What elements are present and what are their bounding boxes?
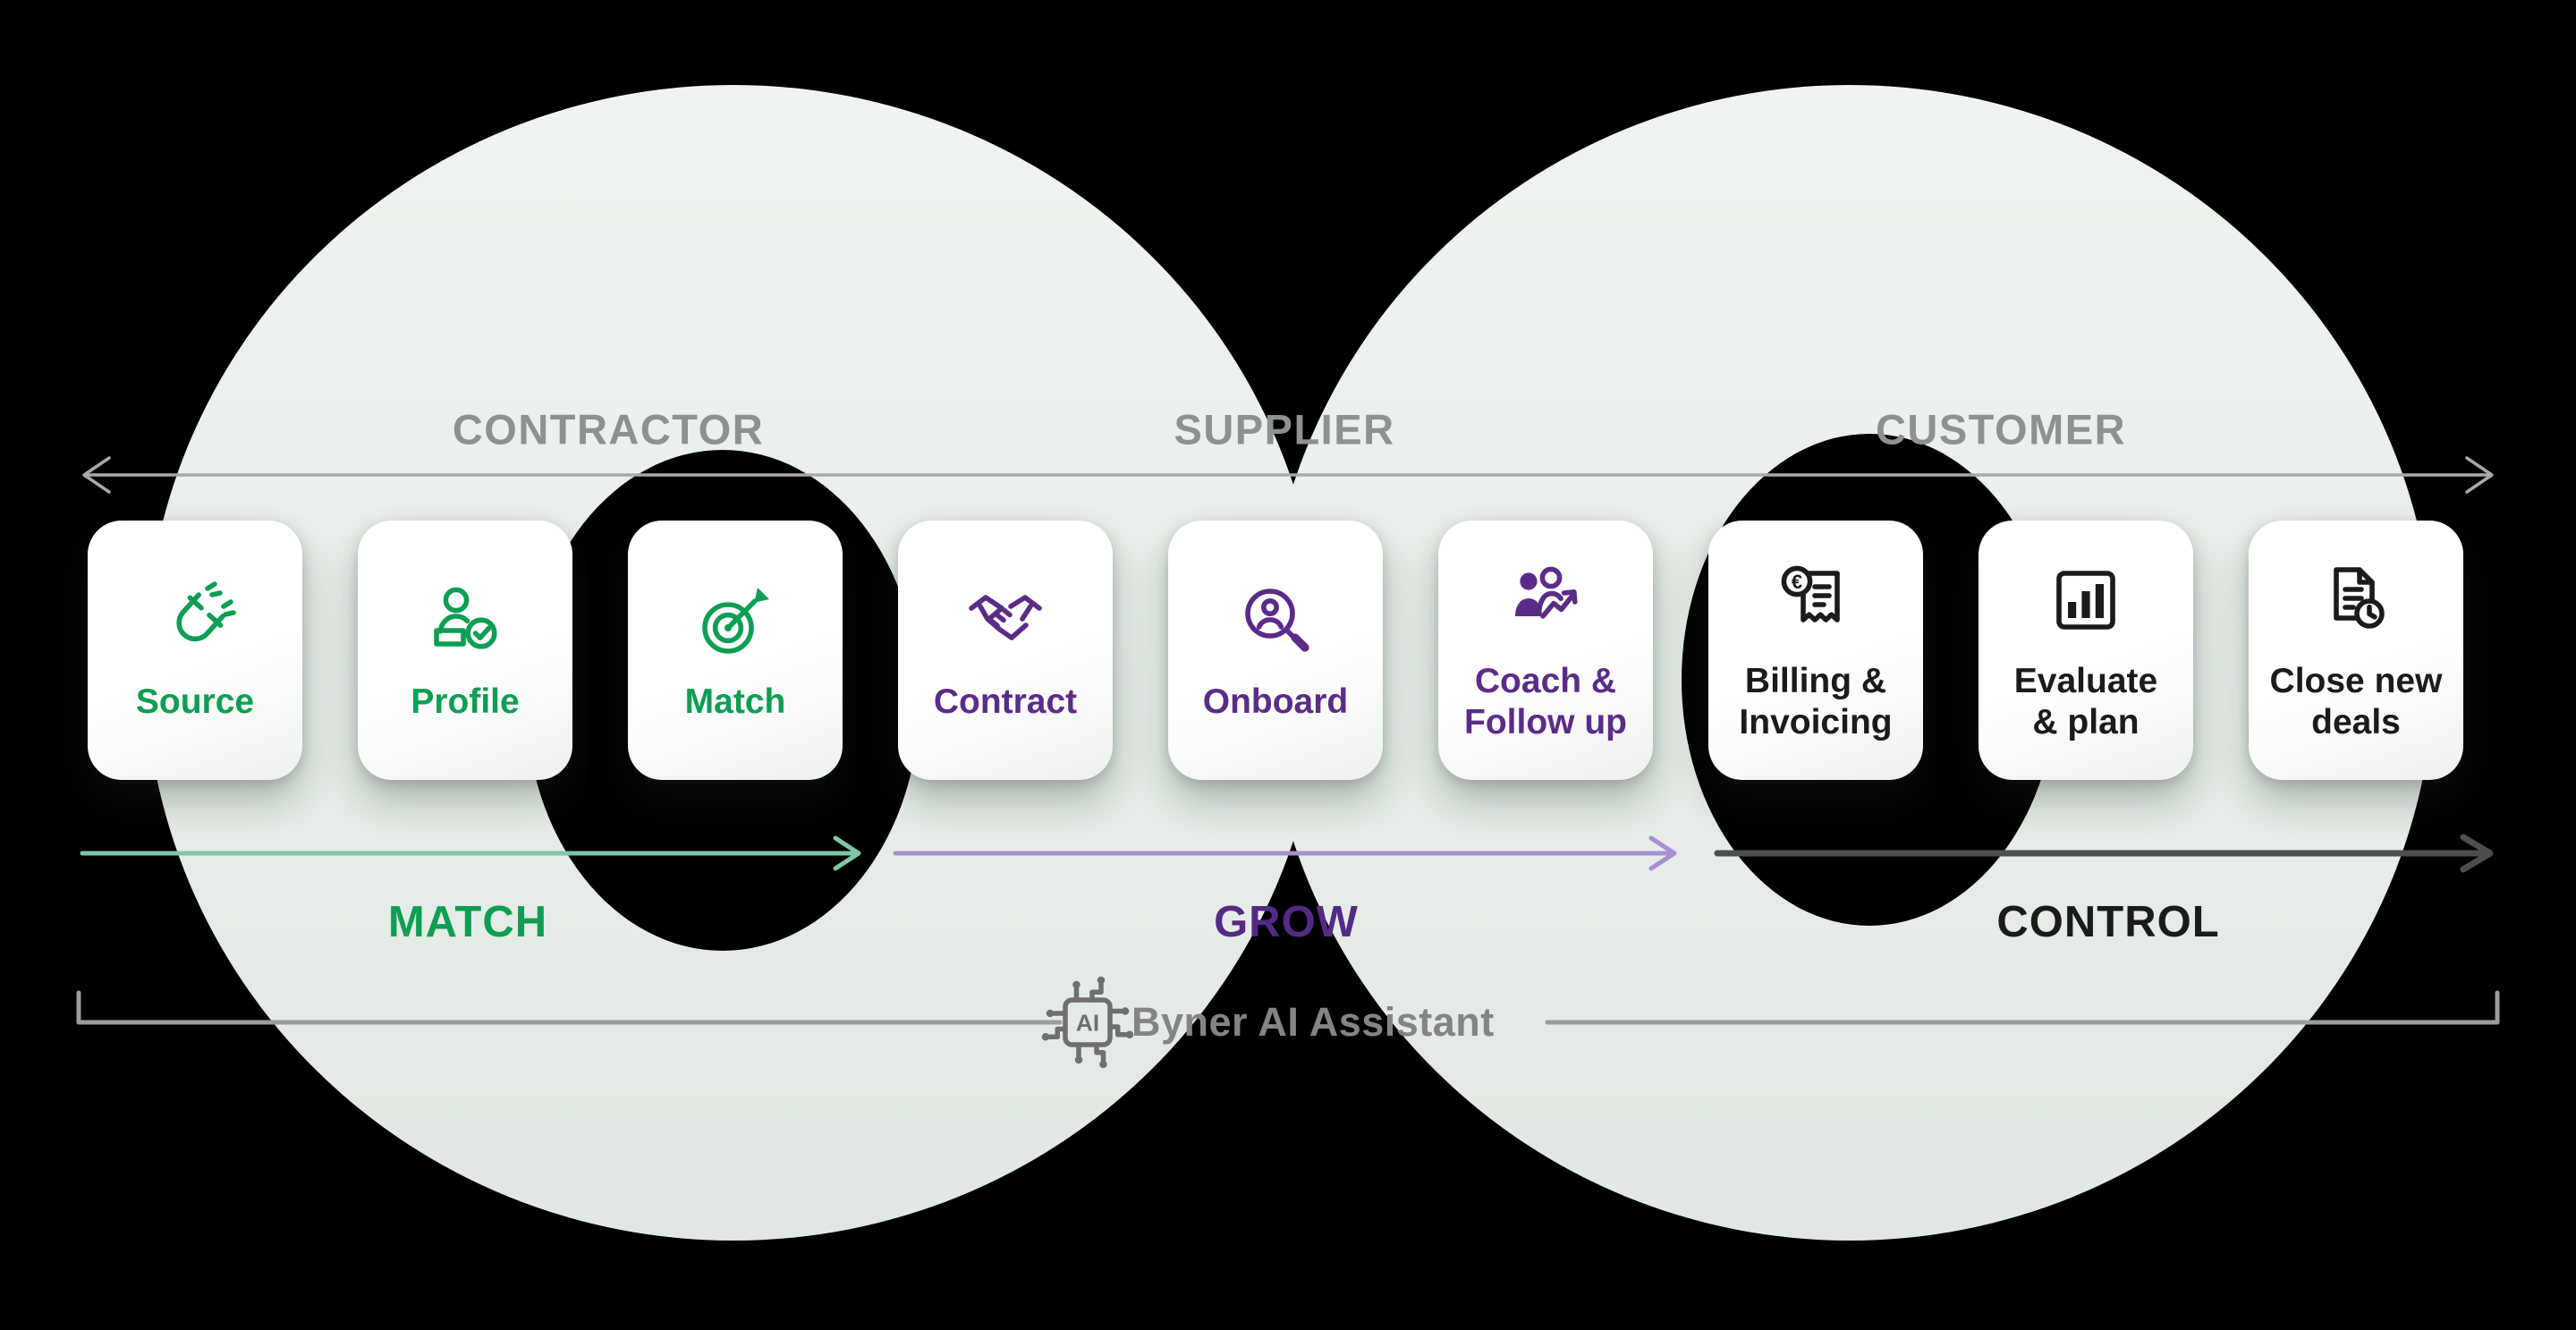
magnet-icon [152, 578, 238, 664]
team-growth-icon [1503, 557, 1589, 643]
person-check-icon [422, 578, 508, 664]
grow-phase-arrow [893, 835, 1677, 871]
card-label: Evaluate & plan [2013, 661, 2158, 741]
target-arrow-icon [692, 578, 778, 664]
card-label: Close new deals [2269, 661, 2443, 741]
card-label: Coach & Follow up [1464, 661, 1627, 741]
match-phase-arrow [80, 835, 861, 871]
document-clock-icon [2313, 557, 2399, 643]
card-profile: Profile [358, 521, 572, 780]
person-search-icon [1233, 578, 1318, 664]
invoice-euro-icon: € [1773, 557, 1859, 643]
section-label-supplier: SUPPLIER [1174, 405, 1395, 453]
card-label: Source [135, 682, 255, 721]
card-onboard: Onboard [1168, 521, 1383, 780]
phase-label-control: CONTROL [1996, 898, 2220, 946]
card-label: Profile [411, 682, 520, 721]
card-source: Source [88, 521, 302, 780]
loop-right-ring [1265, 85, 2435, 1241]
card-match: Match [628, 521, 843, 780]
ai-chip-icon: AI [1034, 969, 1141, 1076]
card-billing-invoicing: € Billing & Invoicing [1708, 521, 1923, 780]
handshake-icon [962, 578, 1048, 664]
card-label: Onboard [1202, 682, 1349, 721]
ai-assistant-label: Byner AI Assistant [1131, 999, 1495, 1045]
phase-label-match: MATCH [387, 898, 548, 946]
stakeholder-axis-arrow [82, 456, 2494, 494]
section-label-contractor: CONTRACTOR [452, 405, 765, 453]
control-phase-arrow [1714, 834, 2494, 873]
card-contract: Contract [898, 521, 1113, 780]
card-coach-follow-up: Coach & Follow up [1438, 521, 1653, 780]
phase-label-grow: GROW [1214, 898, 1359, 946]
svg-text:€: € [1792, 571, 1802, 593]
card-label: Billing & Invoicing [1739, 661, 1893, 741]
svg-text:AI: AI [1076, 1010, 1099, 1037]
loop-left-ring [145, 85, 1322, 1241]
card-label: Match [684, 682, 786, 721]
section-label-customer: CUSTOMER [1875, 405, 2127, 453]
bar-chart-icon [2043, 557, 2129, 643]
card-close-new-deals: Close new deals [2249, 521, 2463, 780]
card-evaluate-plan: Evaluate & plan [1979, 521, 2193, 780]
card-label: Contract [933, 682, 1078, 721]
ai-assistant-bracket [76, 990, 2500, 1025]
